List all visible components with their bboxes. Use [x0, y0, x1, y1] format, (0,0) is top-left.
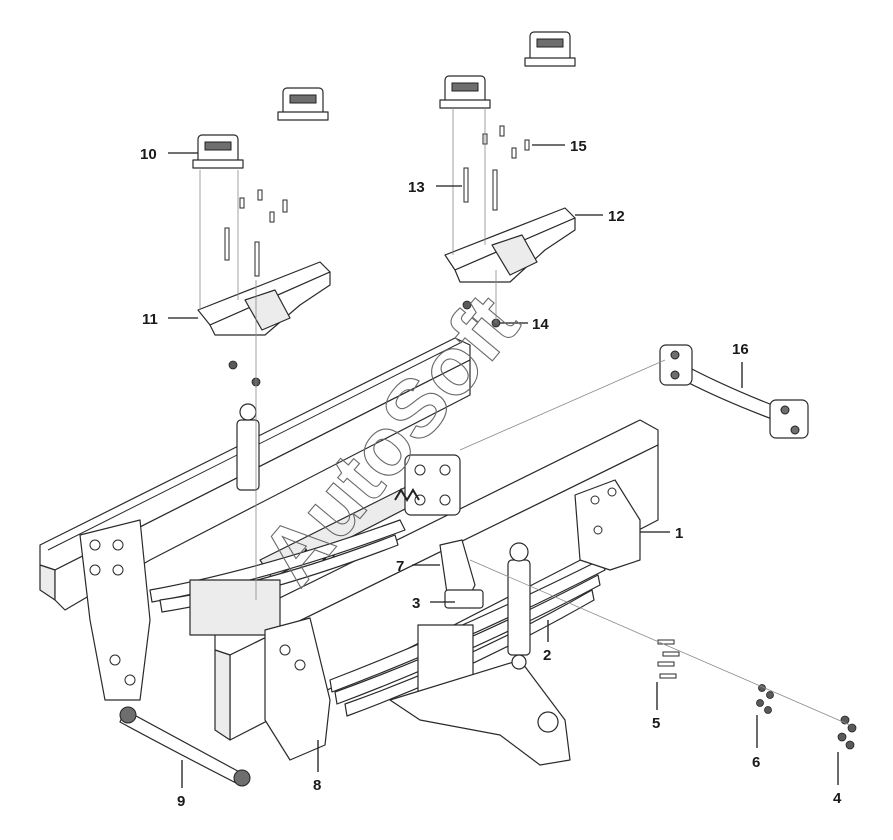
rubber-mount-10	[192, 134, 244, 169]
callout-8: 8	[313, 777, 321, 794]
rubber-mount-mid-right	[439, 75, 491, 109]
bolts-left-group	[224, 189, 288, 277]
saddle-bracket-12	[444, 207, 576, 283]
callout-13: 13	[408, 179, 425, 196]
rubber-mount-top-right	[524, 31, 576, 67]
callout-1: 1	[675, 525, 683, 542]
callout-7: 7	[396, 558, 404, 575]
shock-absorber-front	[507, 542, 531, 670]
torque-rod-lower	[119, 706, 251, 787]
fastener-set-5	[657, 639, 680, 679]
callout-3: 3	[412, 595, 420, 612]
nuts-group	[228, 300, 501, 387]
saddle-bracket-11	[197, 261, 331, 336]
callout-labels: 1 2 3 4 5 6 7 8 9 10 11 12 13 14 15 16	[140, 138, 842, 810]
bogie-beam	[389, 659, 571, 766]
leaf-spring-front	[329, 559, 606, 717]
callout-6: 6	[752, 754, 760, 771]
spring-bracket-front-left	[264, 617, 331, 761]
upper-mount-bracket	[439, 539, 484, 609]
callout-11: 11	[142, 311, 158, 328]
spring-bracket-front-right	[574, 479, 641, 571]
rubber-mount-top-left	[277, 87, 329, 121]
callout-14: 14	[532, 316, 549, 333]
leader-lines	[168, 144, 839, 788]
callout-9: 9	[177, 793, 185, 810]
torque-rod-upper	[659, 344, 809, 439]
spring-bracket-rear-left	[79, 519, 151, 701]
callout-4: 4	[833, 790, 842, 807]
callout-16: 16	[732, 341, 749, 358]
callout-2: 2	[543, 647, 551, 664]
callout-10: 10	[140, 146, 157, 163]
leaf-spring-rear	[149, 519, 406, 636]
callout-12: 12	[608, 208, 625, 225]
callout-5: 5	[652, 715, 660, 732]
fastener-set-4	[837, 715, 857, 750]
bolts-right-group	[463, 125, 530, 211]
assembly-guide-lines	[199, 108, 851, 726]
callout-15: 15	[570, 138, 587, 155]
fastener-set-6	[756, 684, 774, 714]
